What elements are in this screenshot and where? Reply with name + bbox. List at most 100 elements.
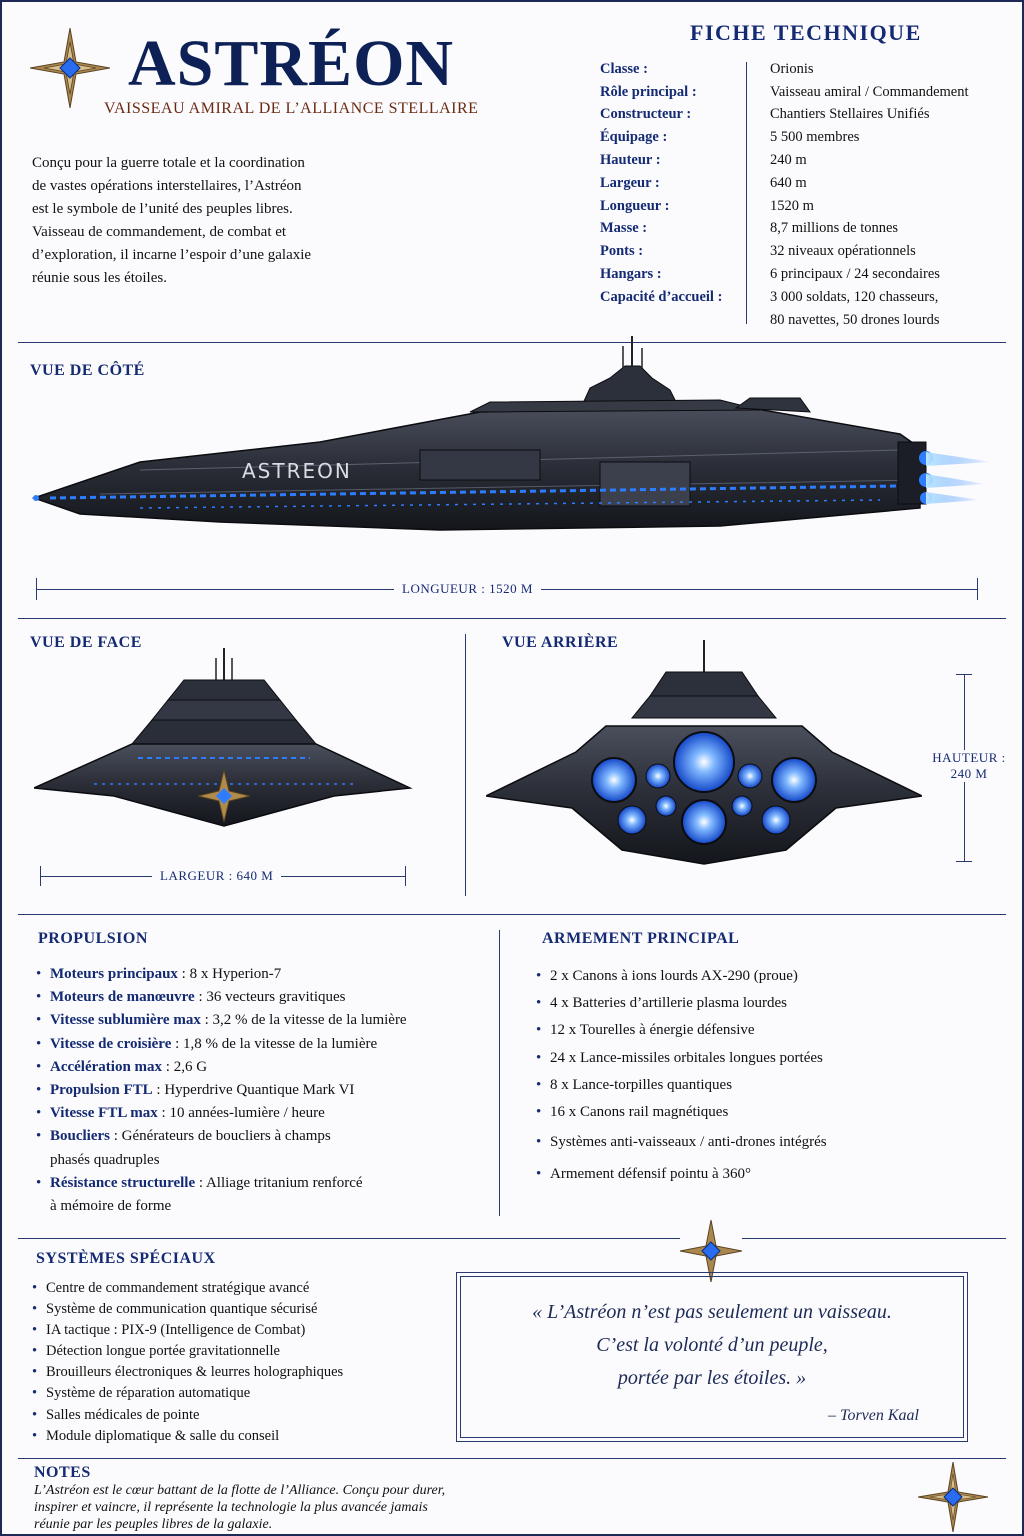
- spec-row: Hangars : 6 principaux / 24 secondaires: [600, 263, 1010, 286]
- list-item: 4 x Batteries d’artillerie plasma lourde…: [536, 990, 996, 1017]
- view-divider: [465, 634, 466, 896]
- spec-value: Vaisseau amiral / Commandement: [770, 83, 969, 100]
- spec-row: Constructeur :Chantiers Stellaires Unifi…: [600, 104, 1010, 127]
- spec-label: Équipage :: [600, 129, 668, 146]
- list-item: Vitesse de croisière : 1,8 % de la vites…: [36, 1033, 486, 1056]
- section-divider: [18, 1458, 1006, 1459]
- intro-line: d’exploration, il incarne l’espoir d’une…: [32, 247, 312, 263]
- notes-line: réunie par les peuples libres de la gala…: [34, 1517, 273, 1532]
- list-item: Résistance structurelle : Alliage tritan…: [36, 1172, 486, 1218]
- spec-value: 32 niveaux opérationnels: [770, 243, 916, 260]
- dimension-tick: [956, 861, 972, 862]
- item-label: Moteurs de manœuvre: [50, 989, 195, 1006]
- list-item: Module diplomatique & salle du conseil: [32, 1426, 442, 1447]
- item-label: Résistance structurelle: [50, 1174, 196, 1191]
- engine-nozzle: [731, 795, 753, 817]
- engine-nozzle: [617, 805, 647, 835]
- emblem-star-icon: [197, 769, 251, 823]
- spec-label: Capacité d’accueil :: [600, 288, 723, 305]
- ship-side-view: ASTREON: [31, 336, 992, 531]
- list-item: Système de réparation automatique: [32, 1383, 442, 1404]
- list-item: Vitesse FTL max : 10 années-lumière / he…: [36, 1102, 486, 1125]
- spec-value: 80 navettes, 50 drones lourds: [770, 311, 940, 328]
- list-item: Système de communication quantique sécur…: [32, 1299, 442, 1320]
- engine-nozzle: [655, 795, 677, 817]
- list-item: Brouilleurs électroniques & leurres holo…: [32, 1362, 442, 1383]
- spec-value: 240 m: [770, 152, 807, 169]
- item-label: Boucliers: [50, 1128, 110, 1145]
- page-subtitle: VAISSEAU AMIRAL DE L’ALLIANCE STELLAIRE: [104, 100, 479, 117]
- list-item: 8 x Lance-torpilles quantiques: [536, 1072, 996, 1099]
- ship-front-view: [34, 648, 413, 827]
- spec-value: 640 m: [770, 174, 807, 191]
- item-value: : 2,6 G: [162, 1058, 208, 1075]
- spec-label: Hangars :: [600, 266, 662, 283]
- height-label-line: HAUTEUR :: [932, 750, 1006, 765]
- page-title: ASTRÉON: [128, 27, 455, 100]
- spec-label: Constructeur :: [600, 106, 692, 123]
- engine-nozzle: [645, 763, 671, 789]
- hull-name-label: ASTREON: [242, 459, 352, 483]
- list-item: Systèmes anti-vaisseaux / anti-drones in…: [536, 1129, 996, 1156]
- spec-label: Masse :: [600, 220, 648, 237]
- engine-nozzle: [761, 805, 791, 835]
- propulsion-list: Moteurs principaux : 8 x Hyperion-7 Mote…: [36, 963, 486, 1218]
- spec-value: 3 000 soldats, 120 chasseurs,: [770, 288, 939, 305]
- list-item: Propulsion FTL : Hyperdrive Quantique Ma…: [36, 1079, 486, 1102]
- armament-title: ARMEMENT PRINCIPAL: [542, 930, 740, 947]
- item-value: : Alliage tritanium renforcé: [195, 1174, 363, 1191]
- item-label: Vitesse sublumière max: [50, 1012, 201, 1029]
- spec-row: Classe : Orionis: [600, 58, 1010, 81]
- spec-row: Longueur :1520 m: [600, 195, 1010, 218]
- dimension-tick: [405, 866, 406, 886]
- spec-row: Équipage :5 500 membres: [600, 126, 1010, 149]
- list-item: Détection longue portée gravitationnelle: [32, 1341, 442, 1362]
- special-systems-title: SYSTÈMES SPÉCIAUX: [36, 1250, 216, 1267]
- notes-line: L’Astréon est le cœur battant de la flot…: [34, 1483, 446, 1498]
- item-value: : 1,8 % de la vitesse de la lumière: [171, 1035, 378, 1052]
- intro-line: est le symbole de l’unité des peuples li…: [32, 201, 293, 217]
- quote-line: C’est la volonté d’un peuple,: [596, 1334, 828, 1356]
- list-item: Accélération max : 2,6 G: [36, 1056, 486, 1079]
- dimension-tick: [36, 578, 37, 600]
- spec-row: 80 navettes, 50 drones lourds: [600, 309, 1010, 332]
- item-value: : 10 années-lumière / heure: [157, 1105, 325, 1122]
- spec-label: Rôle principal :: [600, 83, 697, 100]
- rear-view-title: VUE ARRIÈRE: [502, 634, 619, 651]
- spec-value: Orionis: [770, 60, 814, 77]
- item-value: : Hyperdrive Quantique Mark VI: [152, 1082, 355, 1099]
- item-label: Moteurs principaux: [50, 966, 178, 982]
- item-label: Accélération max: [50, 1058, 163, 1075]
- dimension-tick: [956, 674, 972, 675]
- propulsion-title: PROPULSION: [38, 930, 148, 947]
- spec-divider: [746, 62, 747, 324]
- item-label: Propulsion FTL: [50, 1082, 153, 1099]
- list-item: Armement défensif pointu à 360°: [536, 1161, 996, 1188]
- quote-author: – Torven Kaal: [828, 1407, 919, 1424]
- item-value: : 8 x Hyperion-7: [177, 966, 282, 982]
- height-label: HAUTEUR : 240 M: [924, 750, 1014, 782]
- list-item: IA tactique : PIX-9 (Intelligence de Com…: [32, 1320, 442, 1341]
- spec-label: Ponts :: [600, 243, 644, 260]
- list-item: Moteurs principaux : 8 x Hyperion-7: [36, 963, 486, 986]
- spec-row: Largeur :640 m: [600, 172, 1010, 195]
- spec-row: Capacité d’accueil : 3 000 soldats, 120 c…: [600, 286, 1010, 309]
- quote-box: « L’Astréon n’est pas seulement un vaiss…: [456, 1272, 968, 1442]
- front-view-title: VUE DE FACE: [30, 634, 142, 651]
- list-item: 12 x Tourelles à énergie défensive: [536, 1017, 996, 1044]
- item-value-continued: à mémoire de forme: [50, 1198, 172, 1215]
- spec-value: 1520 m: [770, 197, 814, 214]
- spec-row: Ponts : 32 niveaux opérationnels: [600, 240, 1010, 263]
- quote-line: « L’Astréon n’est pas seulement un vaiss…: [532, 1301, 892, 1323]
- spec-label: Classe :: [600, 60, 648, 77]
- item-value: : 3,2 % de la vitesse de la lumière: [200, 1012, 407, 1029]
- item-value: : Générateurs de boucliers à champs: [110, 1128, 331, 1145]
- list-item: 2 x Canons à ions lourds AX-290 (proue): [536, 963, 996, 990]
- spec-value: 6 principaux / 24 secondaires: [770, 266, 940, 283]
- list-item: Salles médicales de pointe: [32, 1405, 442, 1426]
- spec-row: Hauteur :240 m: [600, 149, 1010, 172]
- item-label: Vitesse de croisière: [50, 1035, 172, 1052]
- intro-line: de vastes opérations interstellaires, l’…: [32, 178, 302, 194]
- height-label-line: 240 M: [950, 766, 988, 781]
